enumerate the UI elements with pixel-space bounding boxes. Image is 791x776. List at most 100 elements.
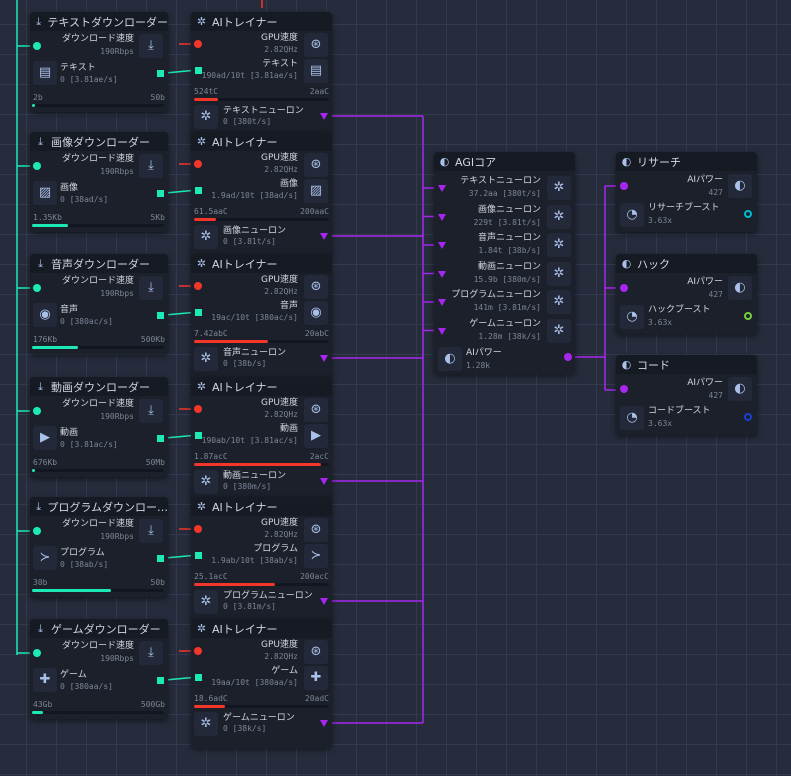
trainer-node[interactable]: ✲AIトレイナー GPU速度 2.82QHz ⊛ ゲーム 19aa/10t [3…	[191, 619, 332, 748]
node-header[interactable]: ✲AIトレイナー	[191, 497, 332, 516]
gpu-value: 2.82QHz	[264, 530, 298, 539]
neuron-output-port[interactable]	[320, 113, 328, 120]
neuron-input-port[interactable]	[438, 270, 446, 278]
node-header[interactable]: ⤓動画ダウンローダー	[30, 377, 168, 396]
node-header[interactable]: ◐リサーチ	[616, 152, 757, 171]
ai-power-input-port[interactable]	[620, 284, 628, 292]
gpu-input-port[interactable]	[194, 405, 202, 413]
output-port[interactable]	[157, 70, 164, 77]
node-title: AGIコア	[455, 155, 497, 169]
node-header[interactable]: ✲AIトレイナー	[191, 132, 332, 151]
neuron-input-port[interactable]	[438, 327, 446, 335]
gpu-input-port[interactable]	[194, 647, 202, 655]
item-input-port[interactable]	[195, 674, 202, 681]
progress-max: 500Kb	[140, 335, 165, 344]
item-rate: 0 [3.81ac/s]	[60, 440, 118, 449]
gpu-value: 2.82QHz	[264, 45, 298, 54]
neuron-output-port[interactable]	[320, 598, 328, 605]
ai-power-label: AIパワー	[687, 277, 723, 287]
neuron-rate: 1.84t [38b/s]	[478, 246, 541, 255]
neuron-output-port[interactable]	[320, 720, 328, 727]
input-port[interactable]	[33, 284, 41, 292]
downloader-node[interactable]: ⤓画像ダウンローダー ダウンロード速度 190Rbps ⤓ ▨ 画像 0 [38…	[30, 132, 168, 232]
node-header[interactable]: ⤓音声ダウンローダー	[30, 254, 168, 273]
node-header[interactable]: ✲AIトレイナー	[191, 619, 332, 638]
input-port[interactable]	[33, 527, 41, 535]
downloader-node[interactable]: ⤓動画ダウンローダー ダウンロード速度 190Rbps ⤓ ▶ 動画 0 [3.…	[30, 377, 168, 477]
neuron-rate: 0 [3.81m/s]	[223, 602, 276, 611]
downloader-node[interactable]: ⤓プログラムダウンロー… ダウンロード速度 190Rbps ⤓ ≻ プログラム …	[30, 497, 168, 597]
ai-power-input-port[interactable]	[620, 385, 628, 393]
neuron-input-port[interactable]	[438, 299, 446, 306]
node-header[interactable]: ⤓テキストダウンローダー	[30, 12, 168, 31]
output-port[interactable]	[157, 555, 164, 562]
boost-output-port[interactable]	[744, 312, 752, 320]
boost-label: ハックブースト	[648, 305, 711, 315]
item-label: 動画	[60, 428, 79, 438]
downloader-node[interactable]: ⤓テキストダウンローダー ダウンロード速度 190Rbps ⤓ ▤ テキスト 0…	[30, 12, 168, 112]
node-header[interactable]: ⤓画像ダウンローダー	[30, 132, 168, 151]
neuron-input-port[interactable]	[438, 242, 446, 249]
node-header[interactable]: ✲AIトレイナー	[191, 254, 332, 273]
boost-node[interactable]: ◐コード AIパワー 427 ◐ ◔ コードブースト 3.63x	[616, 355, 757, 435]
node-header[interactable]: ⤓ゲームダウンローダー	[30, 619, 168, 638]
item-input-port[interactable]	[195, 309, 202, 316]
input-port[interactable]	[33, 162, 41, 170]
gpu-label: GPU速度	[261, 640, 298, 650]
ai-power-input-port[interactable]	[620, 182, 628, 190]
item-input-port[interactable]	[195, 432, 202, 439]
neuron-output-port[interactable]	[320, 233, 328, 240]
input-port[interactable]	[33, 407, 41, 415]
node-header[interactable]: ⤓プログラムダウンロー…	[30, 497, 168, 516]
node-header[interactable]: ✲AIトレイナー	[191, 377, 332, 396]
output-port[interactable]	[157, 312, 164, 319]
input-port[interactable]	[33, 42, 41, 50]
trainer-node[interactable]: ✲AIトレイナー GPU速度 2.82QHz ⊛ テキスト 190ad/10t …	[191, 12, 332, 136]
progress-max: 20adC	[304, 694, 329, 703]
node-header[interactable]: ✲AIトレイナー	[191, 12, 332, 31]
audio-icon: ◉	[33, 303, 57, 327]
neuron-input-port[interactable]	[438, 185, 446, 192]
neuron-icon: ✲	[547, 176, 571, 200]
trainer-node[interactable]: ✲AIトレイナー GPU速度 2.82QHz ⊛ 音声 19ac/10t [38…	[191, 254, 332, 381]
neuron-input-port[interactable]	[438, 213, 446, 221]
boost-node[interactable]: ◐ハック AIパワー 427 ◐ ◔ ハックブースト 3.63x	[616, 254, 757, 334]
item-input-port[interactable]	[195, 187, 202, 194]
downloader-node[interactable]: ⤓ゲームダウンローダー ダウンロード速度 190Rbps ⤓ ✚ ゲーム 0 […	[30, 619, 168, 719]
node-header[interactable]: ◐コード	[616, 355, 757, 374]
neuron-output-port[interactable]	[320, 355, 328, 362]
gpu-input-port[interactable]	[194, 282, 202, 290]
gpu-icon: ⊛	[304, 33, 328, 57]
trainer-node[interactable]: ✲AIトレイナー GPU速度 2.82QHz ⊛ 動画 190ab/10t [3…	[191, 377, 332, 501]
node-title: AIトレイナー	[212, 135, 278, 149]
gpu-input-port[interactable]	[194, 40, 202, 48]
gpu-input-port[interactable]	[194, 525, 202, 533]
trainer-node[interactable]: ✲AIトレイナー GPU速度 2.82QHz ⊛ プログラム 1.9ab/10t…	[191, 497, 332, 623]
item-input-port[interactable]	[195, 67, 202, 74]
progress-min: 524tC	[194, 87, 219, 96]
download-icon: ⤓	[36, 15, 42, 28]
item-label: テキスト	[60, 63, 96, 73]
progress-max: 2acC	[309, 452, 329, 461]
input-port[interactable]	[33, 649, 41, 657]
agi-core-node[interactable]: ◐AGIコア テキストニューロン 37.2aa [380t/s] ✲ 画像ニュー…	[434, 152, 575, 374]
node-header[interactable]: ◐ハック	[616, 254, 757, 273]
progress-bar	[194, 218, 329, 221]
neuron-output-port[interactable]	[320, 478, 328, 485]
neuron-label: 音声ニューロン	[223, 348, 287, 358]
trainer-node[interactable]: ✲AIトレイナー GPU速度 2.82QHz ⊛ 画像 1.9ad/10t [3…	[191, 132, 332, 258]
boost-node[interactable]: ◐リサーチ AIパワー 427 ◐ ◔ リサーチブースト 3.63x	[616, 152, 757, 232]
output-port[interactable]	[157, 190, 164, 197]
item-rate: 190ad/10t [3.81ae/s]	[201, 71, 298, 80]
downloader-node[interactable]: ⤓音声ダウンローダー ダウンロード速度 190Rbps ⤓ ◉ 音声 0 [38…	[30, 254, 168, 354]
output-port[interactable]	[157, 435, 164, 442]
progress-min: 25.1acC	[194, 572, 228, 581]
node-header[interactable]: ◐AGIコア	[434, 152, 575, 171]
gpu-value: 2.82QHz	[264, 287, 298, 296]
gpu-input-port[interactable]	[194, 160, 202, 168]
item-input-port[interactable]	[195, 552, 202, 559]
output-port[interactable]	[157, 677, 164, 684]
boost-output-port[interactable]	[744, 210, 752, 218]
ai-power-output-port[interactable]	[564, 353, 572, 361]
boost-output-port[interactable]	[744, 413, 752, 421]
